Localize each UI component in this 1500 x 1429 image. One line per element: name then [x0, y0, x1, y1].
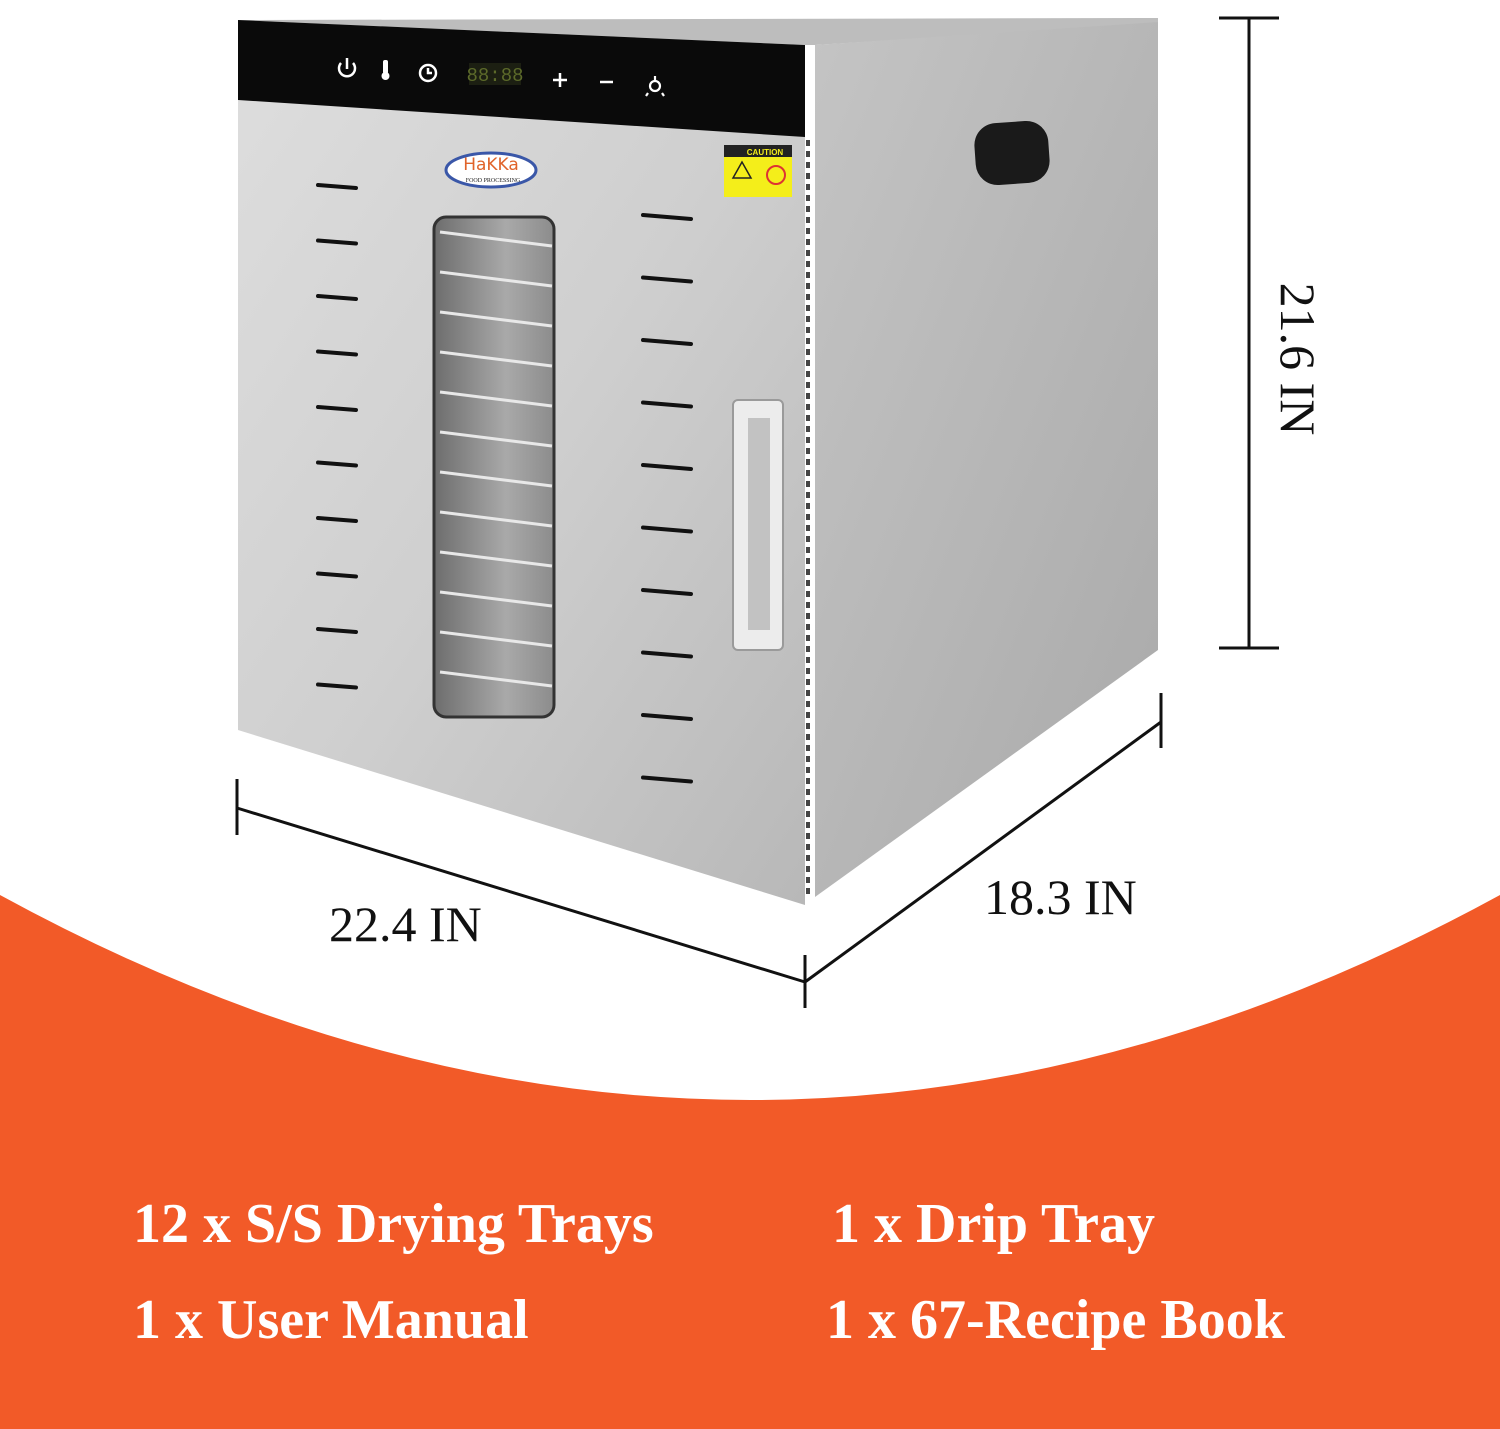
drying-tray: [439, 310, 553, 328]
drying-tray: [439, 230, 553, 248]
vent-slot-right: [641, 775, 693, 784]
viewing-window: [432, 215, 556, 719]
svg-text:FOOD PROCESSING: FOOD PROCESSING: [466, 178, 521, 184]
orange-banner: [0, 895, 1500, 1429]
side-face: [815, 22, 1158, 897]
vent-slot-right: [641, 525, 693, 534]
drying-tray: [439, 670, 553, 688]
digital-display: [469, 63, 521, 85]
vent-slot-right: [641, 213, 693, 221]
svg-text:HaKKa: HaKKa: [463, 155, 519, 175]
width-dimension-label: 22.4 IN: [329, 896, 482, 952]
vent-slot-right: [641, 650, 693, 659]
depth-dimension-label: 18.3 IN: [984, 869, 1137, 925]
feature-user-manual: 1 x User Manual: [133, 1289, 529, 1351]
drying-tray: [439, 550, 553, 568]
vent-slot-left: [316, 294, 358, 301]
vent-slot-right: [641, 588, 693, 596]
side-handle[interactable]: [973, 119, 1051, 186]
brand-logo: HaKKa FOOD PROCESSING: [444, 151, 538, 189]
clock-icon[interactable]: [418, 63, 438, 83]
drying-trays: [439, 230, 553, 688]
vent-slot-left: [316, 571, 358, 579]
vent-slot-left: [316, 460, 358, 468]
vent-slot-right: [641, 400, 693, 409]
vent-slot-left: [316, 516, 358, 523]
light-icon[interactable]: [645, 76, 665, 97]
svg-text:CAUTION: CAUTION: [747, 148, 784, 157]
vent-slot-left: [316, 405, 358, 412]
power-icon[interactable]: [337, 58, 357, 78]
plus-icon[interactable]: [553, 73, 567, 87]
dimension-lines: [235, 16, 1279, 1008]
drying-tray: [439, 430, 553, 448]
vent-slot-right: [641, 338, 693, 346]
vent-slot-left: [316, 238, 358, 246]
vent-slot-left: [316, 349, 358, 357]
caution-label: CAUTION: [724, 145, 792, 197]
vent-slot-right: [641, 463, 693, 471]
drying-tray: [439, 270, 553, 288]
vent-slot-right: [641, 713, 693, 721]
feature-drying-trays: 12 x S/S Drying Trays: [133, 1193, 654, 1255]
height-dimension-label: 21.6 IN: [1270, 282, 1326, 436]
vent-slot-left: [316, 183, 358, 190]
vent-slot-left: [316, 682, 358, 690]
drying-tray: [439, 630, 553, 648]
drying-tray: [439, 350, 553, 368]
control-panel: [238, 20, 805, 137]
thermometer-icon[interactable]: [381, 60, 390, 80]
vent-slot-left: [316, 627, 358, 634]
display-readout: 88:88: [466, 65, 523, 87]
top-surface: [238, 18, 1158, 45]
vent-slots: [316, 183, 693, 784]
feature-recipe-book: 1 x 67-Recipe Book: [826, 1289, 1285, 1351]
vent-slot-right: [641, 275, 693, 284]
drying-tray: [439, 390, 553, 408]
drying-tray: [439, 470, 553, 488]
feature-drip-tray: 1 x Drip Tray: [832, 1193, 1156, 1255]
drying-tray: [439, 590, 553, 608]
drying-tray: [439, 510, 553, 528]
